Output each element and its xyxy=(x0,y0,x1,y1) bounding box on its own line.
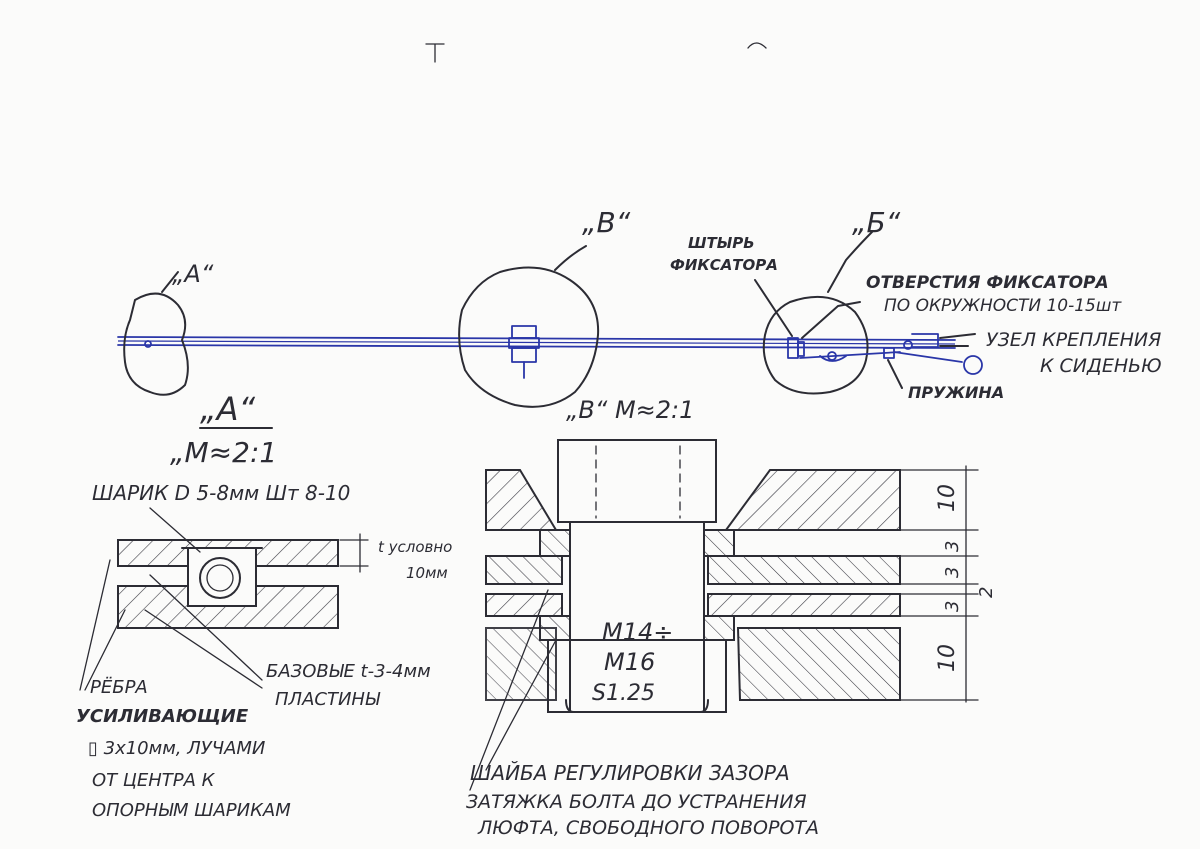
view-a-title: „A“ xyxy=(200,390,255,428)
dim-3-c: 3 xyxy=(942,601,963,612)
holes-label-1: ОТВЕРСТИЯ ФИКСАТОРА xyxy=(866,273,1109,293)
dim-3-b: 3 xyxy=(942,567,963,578)
plates-label-1: БАЗОВЫЕ t-3-4мм xyxy=(266,661,431,682)
bolt-size-1: М14÷ xyxy=(602,618,673,646)
thickness-label-1: t условно xyxy=(378,538,452,556)
thickness-label-2: 10мм xyxy=(406,564,448,582)
section-view-a xyxy=(79,427,369,691)
mount-label-1: УЗЕЛ КРЕПЛЕНИЯ xyxy=(986,329,1161,351)
pin-label-1: ШТЫРЬ xyxy=(688,234,755,252)
overview-assembly xyxy=(117,231,983,408)
free-rotation-note: ЛЮФТА, СВОБОДНОГО ПОВОРОТА xyxy=(477,817,819,839)
dim-2: 2 xyxy=(976,587,997,598)
callout-v: „В“ xyxy=(582,206,631,239)
bolt-size-2: М16 xyxy=(604,648,655,676)
ribs-line-1: РЁБРА xyxy=(90,677,148,698)
dim-10-bottom: 10 xyxy=(935,644,960,672)
tighten-note: ЗАТЯЖКА БОЛТА ДО УСТРАНЕНИЯ xyxy=(466,791,807,813)
dim-10-top: 10 xyxy=(935,484,960,512)
ribs-line-2: УСИЛИВАЮЩИЕ xyxy=(76,706,249,727)
pin-label-2: ФИКСАТОРА xyxy=(670,256,778,274)
washer-note: ШАЙБА РЕГУЛИРОВКИ ЗАЗОРА xyxy=(470,761,790,785)
ribs-line-5: ОПОРНЫМ ШАРИКАМ xyxy=(92,800,291,821)
view-a-scale: „М≈2:1 xyxy=(170,436,277,469)
ribs-line-3: ▯ 3х10мм, ЛУЧАМИ xyxy=(88,738,265,759)
section-view-v xyxy=(469,439,979,791)
ball-label: ШАРИК D 5-8мм Шт 8-10 xyxy=(92,481,350,505)
plates-label-2: ПЛАСТИНЫ xyxy=(275,689,381,710)
bolt-pitch: S1.25 xyxy=(592,681,655,706)
view-v-title: „В“ М≈2:1 xyxy=(566,396,694,424)
mount-label-2: К СИДЕНЬЮ xyxy=(1040,355,1162,377)
detail-a-blob xyxy=(123,292,189,396)
dim-3-a: 3 xyxy=(942,541,963,552)
detail-v-blob xyxy=(458,266,600,408)
spring-label: ПРУЖИНА xyxy=(908,383,1004,402)
holes-label-2: ПО ОКРУЖНОСТИ 10-15шт xyxy=(884,296,1122,316)
callout-b: „Б“ xyxy=(852,206,901,239)
punch-marks xyxy=(425,42,767,63)
ribs-line-4: ОТ ЦЕНТРА К xyxy=(92,770,216,791)
detail-b-blob xyxy=(762,295,869,395)
callout-a: „A“ xyxy=(172,260,214,288)
